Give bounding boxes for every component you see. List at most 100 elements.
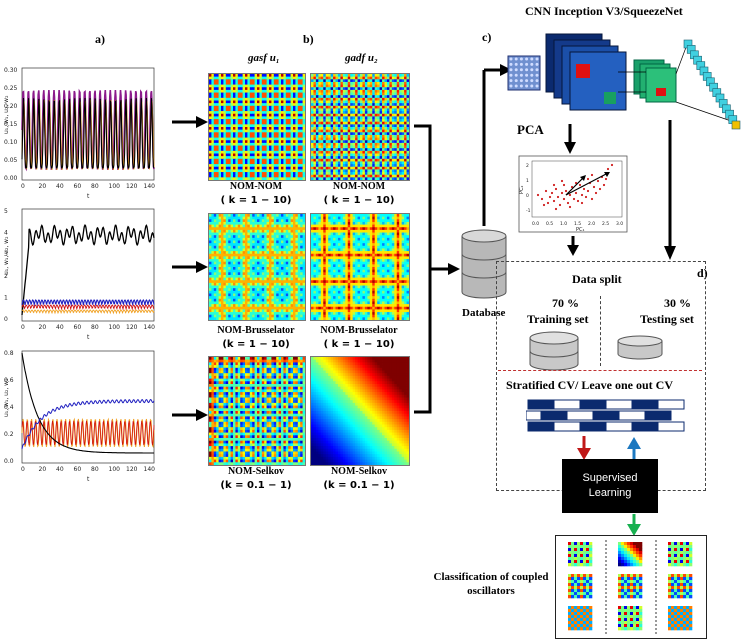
label-brusselator-right: NOM-Brusselator [320,325,398,336]
x-tick: 140 [144,183,156,190]
test-percent: 30 % [664,296,691,310]
label-nom-nom-left: NOM-NOM [229,181,283,192]
x-tick: 40 [56,324,64,331]
pca-point [564,189,568,193]
gasf-nom-selkov-image [208,356,306,466]
pca-point [560,191,564,195]
label-k3-left: (k = 0.1 − 1) [220,480,292,491]
pca-point [586,177,590,181]
y-tick: 0.15 [4,121,18,128]
classification-thumbnail [568,574,593,599]
x-tick: 80 [91,324,99,331]
classification-grid [555,535,707,639]
plot3-ylabel: u₁, w₁, u₂, w₂ [3,378,10,417]
pca-point [580,201,584,205]
x-tick: 120 [126,466,138,473]
cv-divider [498,370,702,371]
pca-point [606,167,610,171]
pca-x-tick: 1.0 [560,221,567,227]
arrow-pca-to-split [567,236,579,256]
classification-thumbnail [668,542,693,567]
gasf-nom-brusselator-image [208,213,306,321]
pca-y-tick: 1 [526,178,529,184]
pca-point [590,173,594,177]
gasf-nom-nom-image [208,73,306,181]
panel-b-label: b) [303,32,314,46]
pca-point [536,193,540,197]
x-tick: 80 [91,183,99,190]
pca-point [542,203,546,207]
label-brusselator-left: NOM-Brusselator [217,325,295,336]
y-tick: 0.8 [4,350,14,357]
arrow-database-to-cnn [482,64,512,226]
pca-point [566,201,570,205]
y-tick: 3 [4,251,8,258]
y-tick: 0.20 [4,103,18,110]
pca-x-tick: 2.5 [602,221,609,227]
y-tick: 2 [4,273,8,280]
plot2-ylabel: u₁, w₁, u₂, w₂ [3,236,10,275]
y-tick: 1 [4,294,8,301]
supervised-learning-box: Supervised Learning [562,459,658,513]
x-tick: 60 [74,466,82,473]
x-tick: 60 [74,324,82,331]
pca-point [540,197,544,201]
x-tick: 100 [109,466,121,473]
pca-point [604,177,608,181]
label-nom-nom-right: NOM-NOM [332,181,386,192]
pca-point [562,197,566,201]
x-tick: 140 [144,466,156,473]
arrow-right-2 [172,261,208,273]
plot3-xlabel: t [87,476,90,483]
gasf-column-title: gasf u₁ [248,52,280,64]
pca-point [546,201,550,205]
plot3-curves [21,352,155,454]
pca-point [582,187,586,191]
database-label: Database [462,307,506,319]
pca-point [602,183,606,187]
y-tick: 0.30 [4,67,18,74]
y-tick: 0.6 [4,377,14,384]
pca-y-ticks: 210-1 [526,163,531,214]
arrow-right-3 [172,409,208,421]
pca-point [584,195,588,199]
pca-y-tick: 0 [526,193,529,199]
pca-point [586,189,590,193]
gadf-nom-brusselator-image [310,213,410,321]
y-tick: 0.00 [4,175,18,182]
x-tick: 140 [144,324,156,331]
gadf-column-title: gadf u₂ [345,52,378,64]
pca-ylabel: PC₂ [519,185,525,194]
panel-d-label: d) [697,266,708,280]
pca-point [552,199,556,203]
x-tick: 100 [109,183,121,190]
cross-validation-folds [526,399,685,432]
x-tick: 40 [56,466,64,473]
pca-point [596,179,600,183]
x-tick: 100 [109,324,121,331]
pca-point [570,185,574,189]
plot1-ylabel: u₁, w₁, u₂, w₂ [3,95,10,134]
pca-x-tick: 0.0 [532,221,539,227]
pca-x-tick: 2.0 [588,221,595,227]
pca-point [572,197,576,201]
classification-label: Classification of coupled oscillators [433,571,549,598]
label-selkov-left: NOM-Selkov [227,466,285,477]
test-label: Testing set [640,312,694,326]
pca-point [558,203,562,207]
plot3-y-ticks: 0.00.20.40.60.8 [4,350,14,465]
gadf-nom-nom-image [310,73,410,181]
classification-thumbnail [618,606,643,631]
panel-a-label: a) [95,32,105,46]
x-tick: 60 [74,183,82,190]
pca-point [544,189,548,193]
arrow-train-to-learning [577,436,591,460]
cnn-title: CNN Inception V3/SqueezeNet [525,4,683,18]
y-tick: 5 [4,208,8,215]
y-tick: 0 [4,316,8,323]
pca-point [576,199,580,203]
pca-point [574,181,578,185]
